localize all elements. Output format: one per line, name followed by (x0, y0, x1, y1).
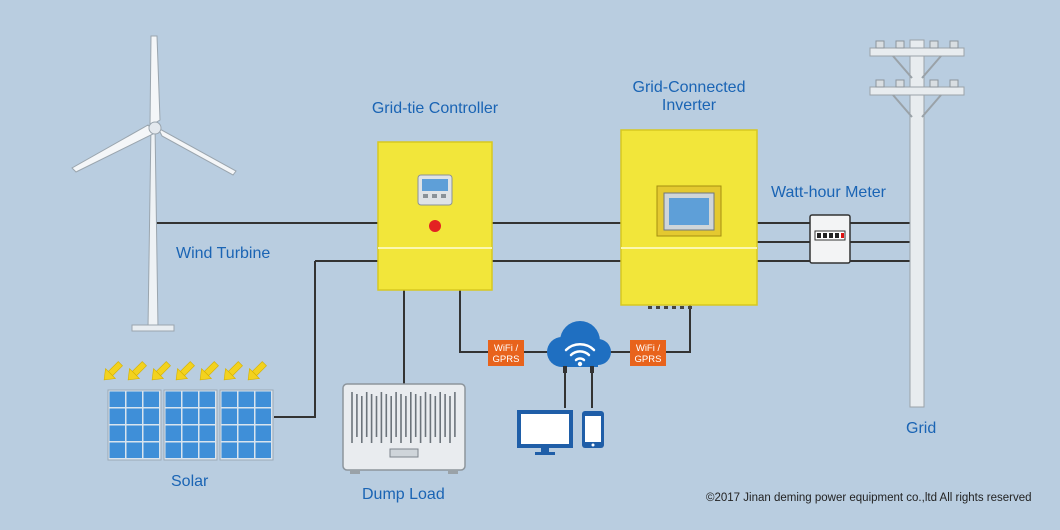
solar-cell (165, 408, 181, 424)
label-solar: Solar (171, 473, 209, 490)
dump-load-icon (342, 383, 466, 474)
solar-cell (182, 408, 198, 424)
solar-cell (126, 425, 142, 441)
solar-cell (109, 425, 125, 441)
svg-text:WiFi /: WiFi / (494, 343, 519, 354)
solar-cell (199, 442, 215, 458)
solar-panel-icon (107, 389, 274, 461)
solar-cell (109, 442, 125, 458)
solar-cell (165, 391, 181, 407)
label-inverter-line2: Inverter (661, 97, 717, 115)
monitor-icon (517, 410, 573, 455)
solar-cell (182, 425, 198, 441)
inverter-icon (620, 129, 758, 309)
solar-cell (255, 408, 271, 424)
solar-cell (255, 391, 271, 407)
solar-cell (109, 391, 125, 407)
solar-cell (238, 408, 254, 424)
solar-cell (126, 391, 142, 407)
solar-cell (238, 391, 254, 407)
solar-cell (238, 442, 254, 458)
wiring (153, 222, 915, 418)
solar-cell (143, 425, 159, 441)
solar-cell (199, 408, 215, 424)
utility-pole-icon (869, 39, 965, 408)
solar-cell (143, 408, 159, 424)
label-inverter: Grid-Connected Inverter (610, 79, 768, 116)
meter-icon (809, 214, 851, 264)
solar-cell (165, 425, 181, 441)
solar-cell (255, 425, 271, 441)
label-dump-load: Dump Load (362, 486, 445, 503)
solar-cell (221, 425, 237, 441)
solar-cell (143, 391, 159, 407)
svg-text:GPRS: GPRS (635, 354, 662, 365)
wifi-badge-left: WiFi / GPRS (488, 340, 524, 366)
solar-cell (221, 391, 237, 407)
solar-cell (126, 408, 142, 424)
solar-cell (165, 442, 181, 458)
solar-cell (238, 425, 254, 441)
solar-cell (143, 442, 159, 458)
solar-cell (221, 442, 237, 458)
label-grid-tie-controller: Grid-tie Controller (371, 100, 499, 117)
label-grid: Grid (906, 420, 937, 437)
solar-cell (255, 442, 271, 458)
label-wind-turbine: Wind Turbine (176, 245, 271, 262)
svg-text:WiFi /: WiFi / (636, 343, 661, 354)
solar-cell (199, 425, 215, 441)
copyright-text: 2017 Jinan deming power equipment co.,lt… (714, 492, 1032, 504)
solar-cell (109, 408, 125, 424)
solar-cell (182, 391, 198, 407)
solar-cell (199, 391, 215, 407)
controller-icon (377, 141, 493, 291)
copyright-notice: ©2017 Jinan deming power equipment co.,l… (706, 492, 1032, 504)
cloud-wifi-icon (547, 321, 611, 373)
label-inverter-line1: Grid-Connected (632, 79, 746, 96)
wifi-badge-right: WiFi / GPRS (630, 340, 666, 366)
phone-icon (582, 411, 604, 448)
solar-cell (182, 442, 198, 458)
solar-cell (221, 408, 237, 424)
svg-text:GPRS: GPRS (493, 354, 520, 365)
solar-cell (126, 442, 142, 458)
indicator-light (429, 220, 441, 232)
label-watt-hour-meter: Watt-hour Meter (771, 184, 886, 201)
sun-arrows (103, 361, 267, 381)
wind-turbine-icon (71, 35, 237, 332)
copyright-symbol: © (706, 492, 715, 504)
